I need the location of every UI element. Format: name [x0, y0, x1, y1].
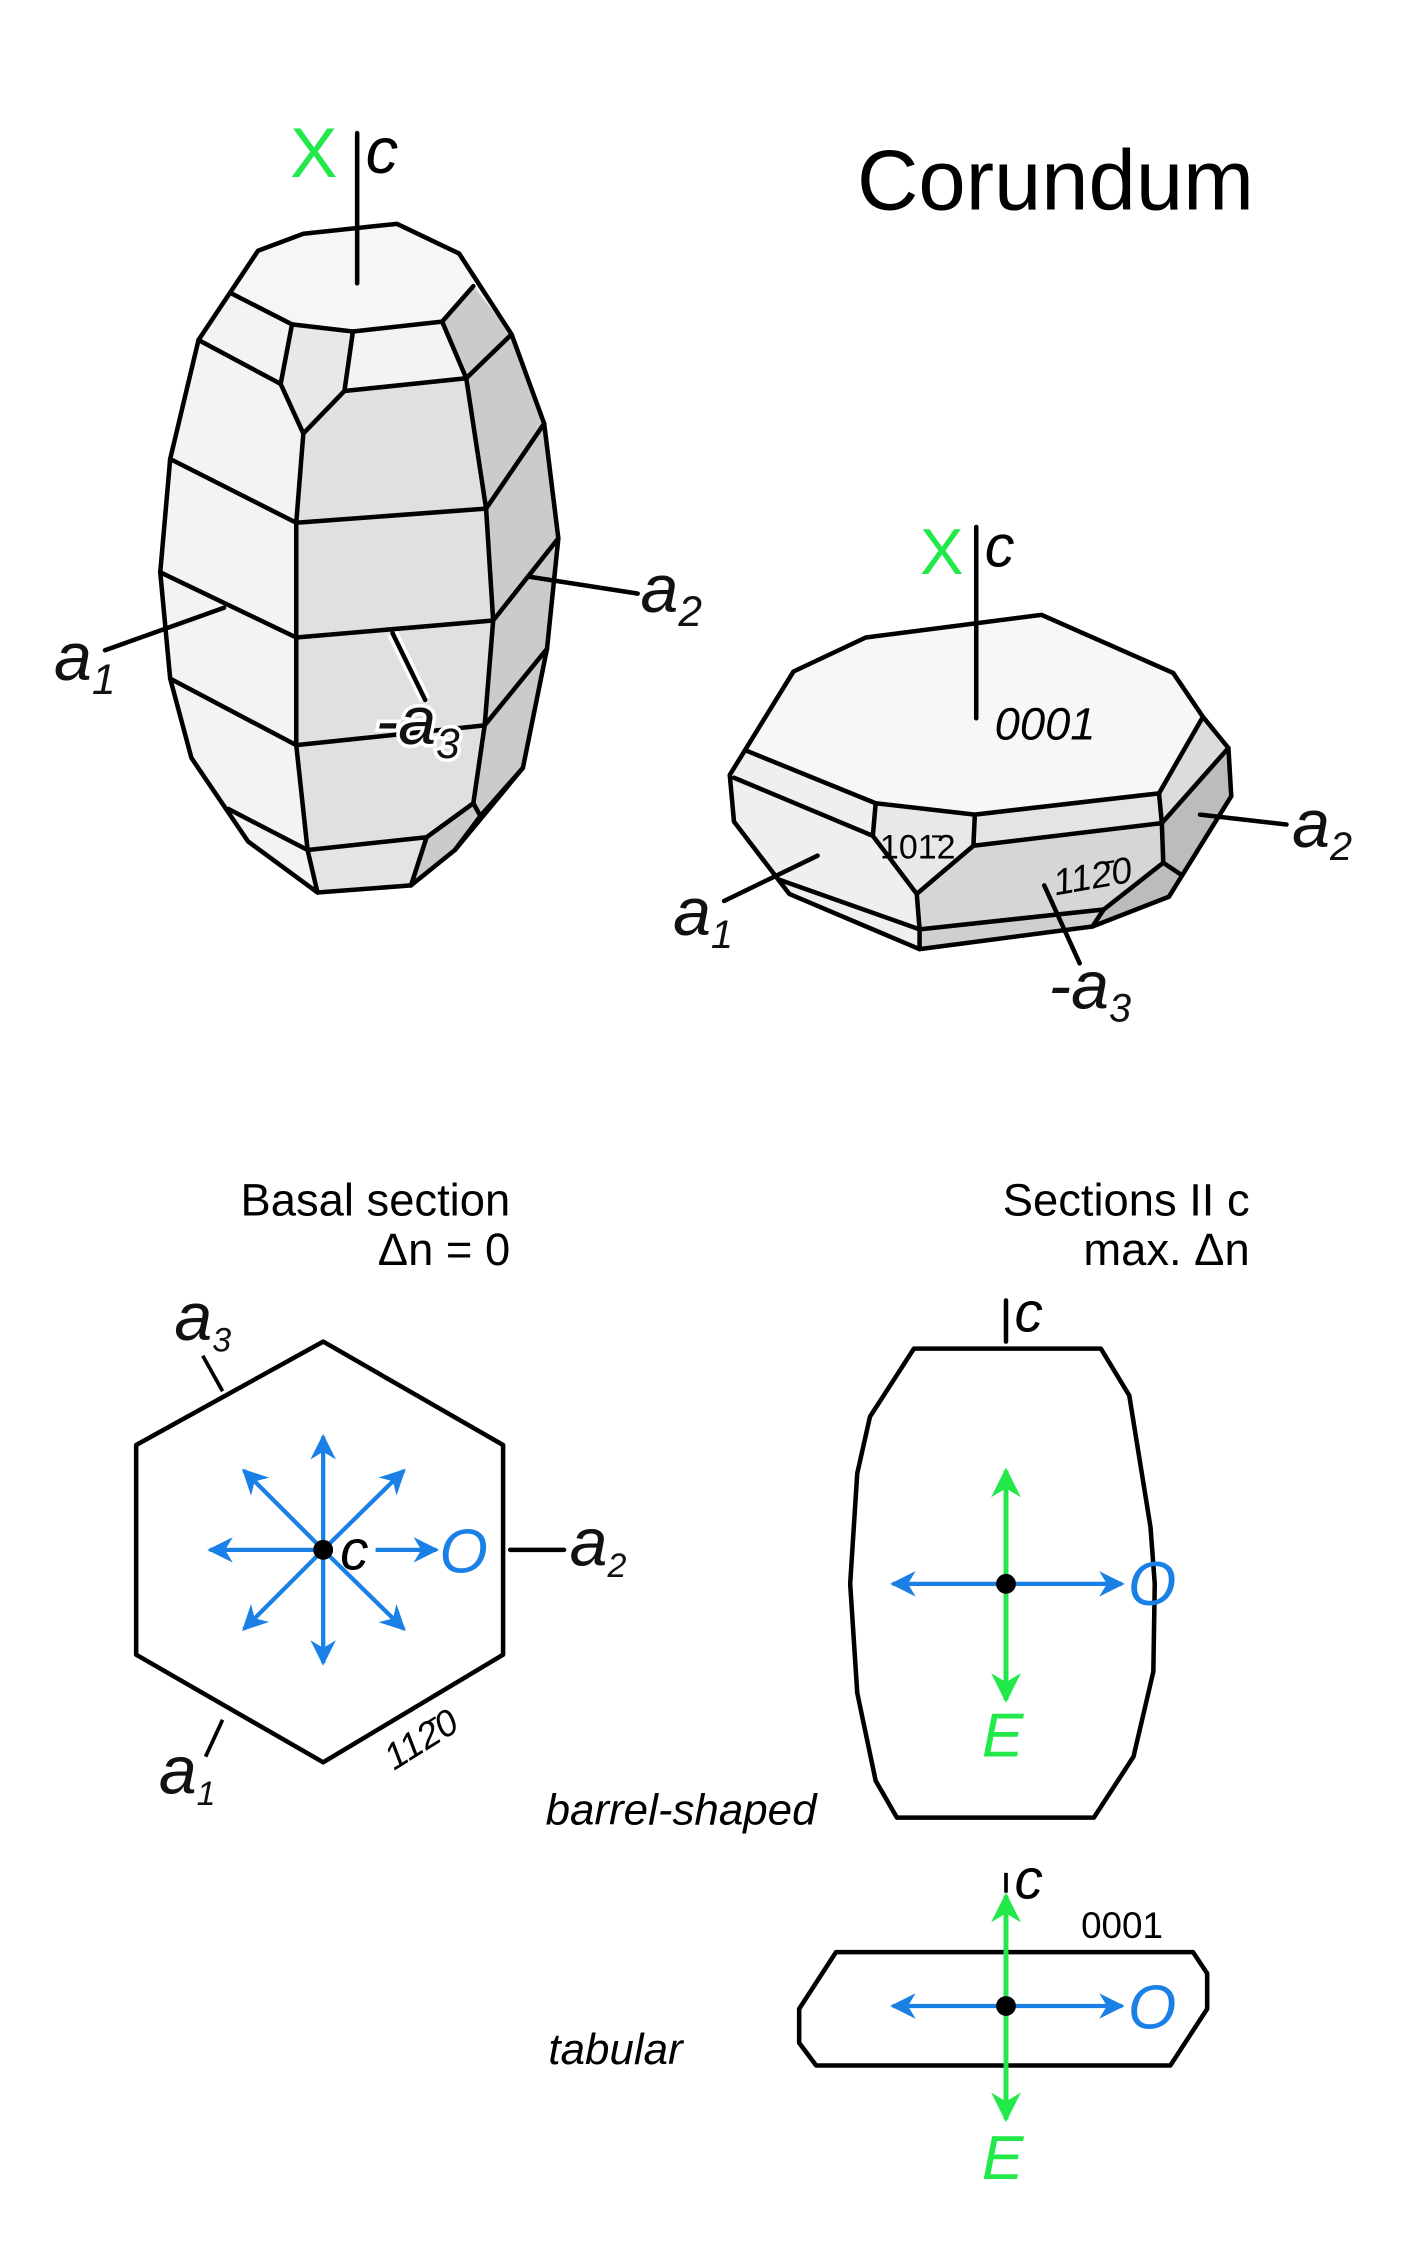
- basal-section-birefringence: Δn = 0: [378, 1224, 510, 1275]
- tabular-rhombohedral-face: [872, 803, 975, 894]
- tabular-a1-leader: [721, 853, 820, 904]
- tabular-minus-a3-label: -a3: [1048, 948, 1131, 1031]
- barrel-section-outline: [847, 1346, 1158, 1820]
- barrel-section-o-label: O: [1128, 1550, 1176, 1619]
- barrel-front-faces: [296, 378, 494, 850]
- basal-a1-label: a1: [159, 1733, 216, 1813]
- o-ray-arrow-upper-left: [242, 1468, 325, 1552]
- tabular-optic-axis-label: X: [920, 515, 963, 588]
- barrel-a1-label: a1: [54, 619, 115, 704]
- basal-a3-leader: [201, 1354, 225, 1393]
- parallel-sections-heading: Sections II c: [1003, 1175, 1250, 1226]
- tabular-section-e-label: E: [982, 2124, 1025, 2193]
- tabular-section-center-point: [996, 1996, 1016, 2016]
- barrel-section-e-label: E: [982, 1702, 1025, 1771]
- tabular-face-1012-label: 101̄2: [880, 829, 956, 867]
- tabular-a1-label: a1: [673, 874, 733, 957]
- basal-c-label: c: [340, 1520, 368, 1583]
- tabular-a2-label: a2: [1292, 786, 1352, 869]
- tabular-crystal-drawing: [727, 612, 1234, 952]
- barrel-crystal-drawing: [157, 221, 561, 895]
- basal-a1-leader: [203, 1719, 225, 1758]
- barrel-bottom-strip: [307, 837, 427, 893]
- tabular-section-c-label: c: [1015, 1848, 1043, 1911]
- tabular-section-caption: tabular: [548, 2025, 685, 2074]
- barrel-minus-a3-label: -a3: [376, 683, 460, 768]
- barrel-optic-axis-label: X: [290, 114, 337, 193]
- barrel-top-face: [231, 223, 474, 332]
- diagram-title: Corundum: [857, 134, 1254, 229]
- barrel-c-axis-label: c: [366, 114, 399, 187]
- tabular-section-o-label: O: [1128, 1974, 1176, 2043]
- tabular-c-axis-label: c: [985, 513, 1015, 580]
- tabular-right-face: [1092, 748, 1232, 927]
- o-ray-arrow-upper-right: [321, 1468, 406, 1552]
- tabular-a3-leader: [1041, 883, 1082, 966]
- basal-section-heading: Basal section: [241, 1175, 511, 1226]
- barrel-a2-label: a2: [641, 551, 703, 636]
- basal-vibration-arrows: [207, 1433, 440, 1666]
- basal-face-1120-label: 112̄0: [377, 1701, 466, 1778]
- tabular-section-face-label: 0001: [1081, 1905, 1163, 1946]
- parallel-sections-birefringence: max. Δn: [1083, 1224, 1249, 1275]
- tabular-face-0001-label: 0001: [995, 699, 1096, 750]
- barrel-a3-leader-line: [390, 630, 428, 703]
- barrel-a1-leader: [102, 605, 227, 653]
- barrel-section-caption: barrel-shaped: [546, 1786, 819, 1835]
- basal-o-ray-label: O: [439, 1518, 487, 1587]
- tabular-prism-face: [916, 823, 1164, 930]
- tabular-right-strip: [1159, 716, 1229, 824]
- barrel-rhombohedral-face: [280, 324, 353, 434]
- tabular-section-outline: [796, 1949, 1210, 2068]
- basal-hexagon: [133, 1339, 506, 1765]
- tabular-a2-leader: [1197, 812, 1289, 827]
- tabular-upper-strip: [973, 793, 1162, 846]
- basal-a3-label: a3: [174, 1279, 231, 1359]
- o-ray-arrow-lower-right: [321, 1548, 406, 1631]
- barrel-a2-leader: [526, 574, 640, 596]
- barrel-right-faces: [411, 286, 559, 886]
- barrel-section-center-point: [996, 1573, 1016, 1594]
- barrel-section-c-label: c: [1015, 1282, 1043, 1345]
- basal-a2-label: a2: [570, 1504, 627, 1584]
- basal-center-point: [313, 1539, 334, 1560]
- o-ray-arrow-lower-left: [242, 1548, 325, 1631]
